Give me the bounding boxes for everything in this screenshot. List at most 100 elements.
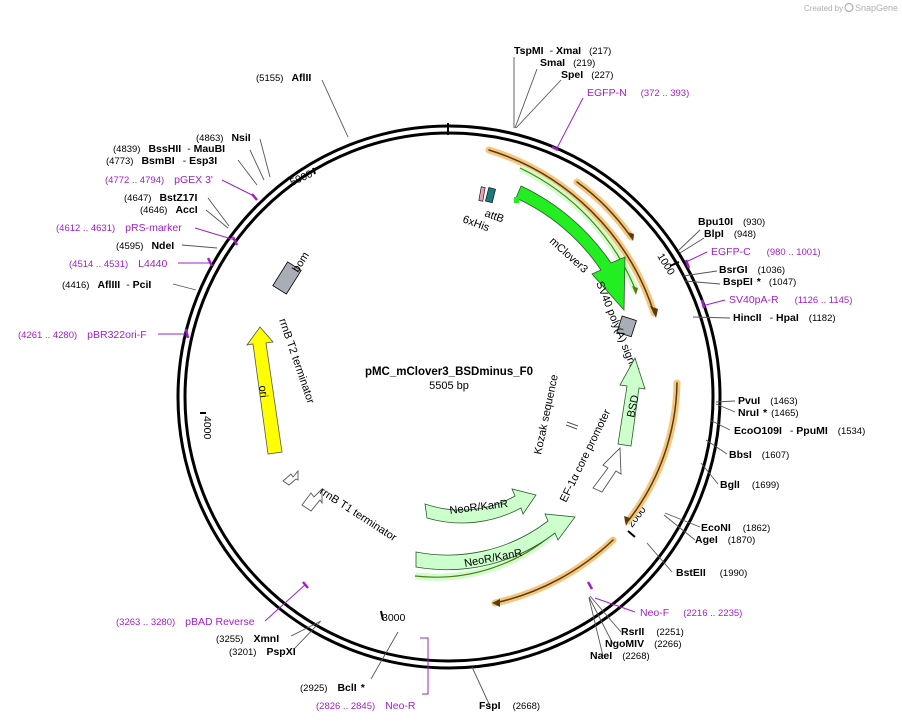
attb-feature [485,187,496,204]
leader-pvui [715,400,736,403]
site-bgli: BglI(1699) [720,479,779,491]
primer-pbr322-mark [184,328,190,339]
leader-fspi [471,666,491,707]
leader-egfp-n [555,97,584,151]
leader-bbsi [705,439,728,455]
orf-arc-4 [494,539,614,604]
primer-leaders [158,97,726,695]
site-aflii: (5155)AflII [256,72,311,84]
leader-ecoo109i [709,419,731,431]
leader-bstz17i [207,197,230,227]
primer-neo-f: Neo-F(2216 .. 2235) [640,607,742,619]
rrnb-t1-label: rrnB T1 terminator [317,485,398,544]
leader-bcli [370,631,399,680]
site-nrui: NruI*(1465) [738,407,799,419]
site-spei: SpeI(227) [561,69,613,81]
site-tspmi: TspMI- XmaI(217) [514,45,611,57]
primer-neo-f-mark [586,581,594,590]
leader-ngomiv [588,596,614,645]
leader-spei [515,79,562,129]
primer-egfp-n-mark [551,145,559,152]
6xhis-feature [478,186,486,202]
rrnb-t2-feature [282,469,299,486]
tick-2000-mark [627,530,636,538]
orf-arc-1-head [650,306,658,318]
green-highlight-head [632,286,638,295]
site-nsii: (4863)NsiI [196,132,251,144]
orf-arc-3-head [624,516,630,526]
site-fspi: FspI(2668) [479,700,540,712]
bsd-label: BSD [625,394,641,419]
leader-econi [664,512,701,528]
site-smai: SmaI(219) [540,57,595,69]
site-afliii: (4416)AflIII- PciI [62,279,151,291]
ef1a-promoter-feature [592,446,622,493]
leader-rsrii [589,595,622,633]
site-agei: AgeI(1870) [695,534,755,546]
leader-agei [663,514,696,541]
ori-feature [246,326,283,455]
tick-1000-mark [669,261,680,267]
site-leader-lines [172,57,736,707]
leader-ndei [181,244,218,249]
rrnb-t1-feature [301,487,323,512]
primer-l4440: (4514 .. 4531)L4440 [69,258,168,270]
bom-feature [272,261,302,295]
leader-acci [205,209,229,229]
site-xmni: (3255)XmnI [216,633,279,645]
tick-5000: 5000 [288,168,314,189]
leader-hincii [692,316,731,319]
kozak-mark-1 [566,421,579,427]
ori-label: ori [256,385,270,399]
leader-neo-f [594,597,636,613]
primer-egfp-c-mark [684,259,691,269]
primer-sv40pa-r: SV40pA-R(1126 .. 1145) [729,294,852,306]
kozak-label: Kozak sequence [532,374,561,456]
bsd-feature [617,357,646,447]
neor-kanr-feature-1 [424,488,537,524]
tick-3000: 3000 [382,612,406,624]
site-blpi: BlpI(948) [704,228,756,240]
primer-prs-marker: (4612 .. 4631)pRS-marker [56,222,182,234]
leader-egfp-c [685,251,708,263]
site-acci: (4646)AccI [140,204,198,216]
leader-sv40pa-r [701,299,726,307]
leader-neo-r [420,637,429,695]
snapgene-credit: Created by SnapGene [804,2,898,13]
rrnb-t2-label: rrnB T2 terminator [276,317,316,405]
leader-naei [588,597,604,657]
leader-afliii [172,283,197,291]
leader-bgli [700,462,719,485]
primer-egfp-n: EGFP-N(372 .. 393) [587,87,689,99]
neor-kanr-feature-2 [415,513,576,571]
credit-brand: SnapGene [855,3,898,13]
mclover3-feature [515,185,626,312]
primer-neo-r: (2826 .. 2845)Neo-R [316,700,416,712]
site-pspxi: (3201)PspXI [229,646,296,658]
site-hincii: HincII- HpaI(1182) [733,312,836,324]
site-ngomiv: NgoMIV(2266) [605,638,682,650]
kozak-mark-2 [565,424,578,430]
site-bsshii: (4839)BssHII- MauBI [113,143,225,155]
site-bsteii: BstEII(1990) [676,567,747,579]
tick-1000: 1000 [654,251,677,277]
primer-pbad-mark [302,581,309,589]
leader-nrui [715,403,736,413]
orf-arcs [485,146,681,607]
site-naei: NaeI(2268) [590,650,650,662]
leader-bsrgi [682,270,718,277]
tick-3000-mark [380,610,384,621]
backbone [176,123,722,670]
orf-arc-4-head [492,599,500,607]
orf-arc-3 [627,382,678,522]
leader-bsmbi [237,159,258,186]
bom-label: bom [290,250,312,275]
ef1a-label: EF-1α core promoter [558,407,614,504]
leader-bsteii [646,542,673,573]
leader-smai [514,68,538,129]
site-econi: EcoNI(1862) [701,522,770,534]
green-highlight-line [519,167,637,292]
primer-pgex3-mark [251,193,258,201]
leader-pgex3 [221,179,255,197]
